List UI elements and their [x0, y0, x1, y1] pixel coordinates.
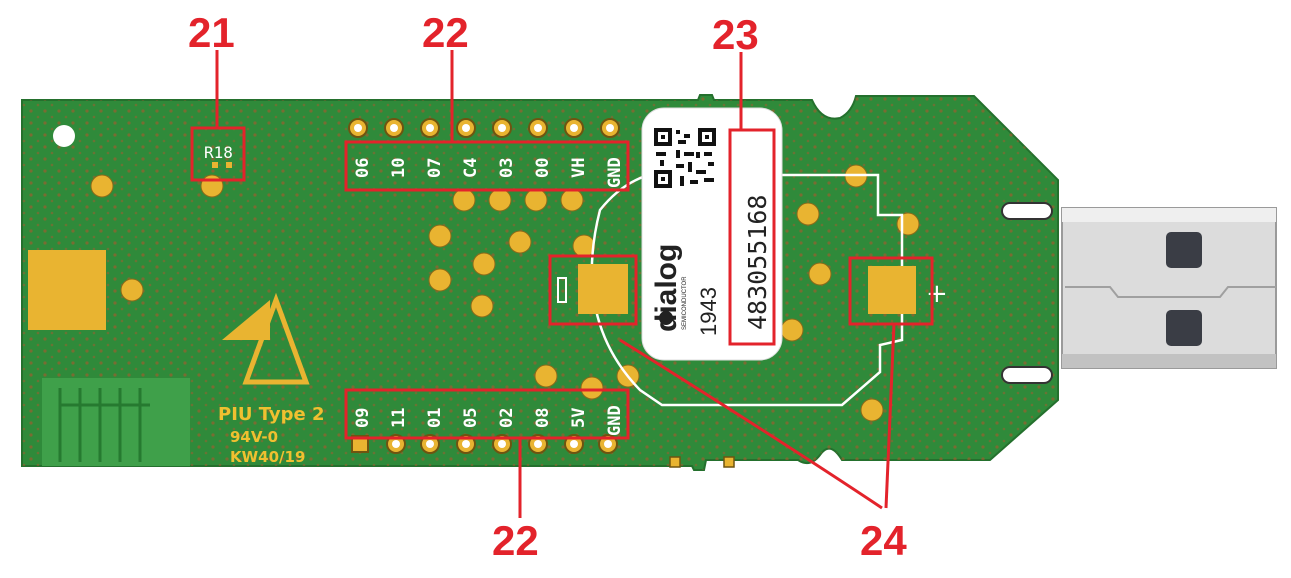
- bottom-pin-label: 11: [389, 408, 409, 428]
- callout-24: 24: [860, 517, 907, 564]
- highlight-boxes: [190, 126, 934, 440]
- top-pin-labels: 06 10 07 C4 03 00 VH GND: [353, 157, 625, 188]
- gold-pad-left: [28, 250, 106, 330]
- antenna-area: [42, 378, 190, 466]
- callout-21: 21: [188, 9, 235, 56]
- mounting-hole: [53, 125, 75, 147]
- bottom-pin-label: 05: [461, 408, 481, 428]
- callout-23: 23: [712, 11, 759, 58]
- bottom-pin-label: 09: [353, 408, 373, 428]
- top-pin-label: GND: [605, 157, 625, 188]
- usb-connector: [1061, 207, 1277, 369]
- top-pin-label: 07: [425, 158, 445, 178]
- top-pin-label: 03: [497, 158, 517, 178]
- top-pin-header: [348, 118, 620, 138]
- leader-lines: [215, 50, 896, 518]
- battery-contact-minus: [578, 264, 628, 314]
- silk-line-3: KW40/19: [230, 448, 305, 466]
- battery-contact-plus: [868, 266, 916, 314]
- minus-marker: [557, 277, 567, 303]
- top-pin-label: 06: [353, 158, 373, 178]
- serial-sticker: dialog SEMICONDUCTOR 1943 483055168: [641, 107, 783, 361]
- plus-marker: +: [926, 279, 948, 309]
- dialog-logo-icon: [659, 311, 673, 325]
- bottom-pin-label: 5V: [569, 408, 589, 428]
- qr-code-icon: [652, 126, 718, 190]
- silkscreen-text: PIU Type 2 94V-0 KW40/19: [218, 404, 325, 466]
- bottom-pin-labels: 09 11 01 05 02 08 5V GND: [353, 405, 625, 436]
- resistor-label: R18: [204, 143, 233, 162]
- highlight-serial: [728, 128, 776, 346]
- slot-hole-bottom: [1001, 366, 1053, 384]
- silk-line-1: PIU Type 2: [218, 404, 325, 425]
- highlight-contact-plus: [848, 256, 934, 326]
- highlight-bottom-pins: [344, 388, 630, 440]
- top-pin-label: 10: [389, 158, 409, 178]
- highlight-top-pins: [344, 140, 630, 192]
- serial-number: 483055168: [743, 195, 772, 330]
- bottom-pin-label: GND: [605, 405, 625, 436]
- callout-22-top: 22: [422, 9, 469, 56]
- highlight-contact-minus: [548, 254, 638, 326]
- esd-warning-icon: [222, 292, 310, 385]
- bottom-pin-label: 08: [533, 408, 553, 428]
- brand-subtitle: SEMICONDUCTOR: [682, 276, 688, 330]
- callout-22-bottom: 22: [492, 517, 539, 564]
- vias: [90, 164, 920, 422]
- bottom-pin-label: 01: [425, 408, 445, 428]
- top-pin-label: VH: [569, 158, 589, 178]
- top-pin-label: 00: [533, 158, 553, 178]
- top-pin-label: C4: [461, 158, 481, 178]
- year-code: 1943: [696, 287, 721, 336]
- silk-line-2: 94V-0: [230, 428, 278, 446]
- resistor-r18: R18: [204, 143, 233, 168]
- bottom-pin-label: 02: [497, 408, 517, 428]
- slot-hole-top: [1001, 202, 1053, 220]
